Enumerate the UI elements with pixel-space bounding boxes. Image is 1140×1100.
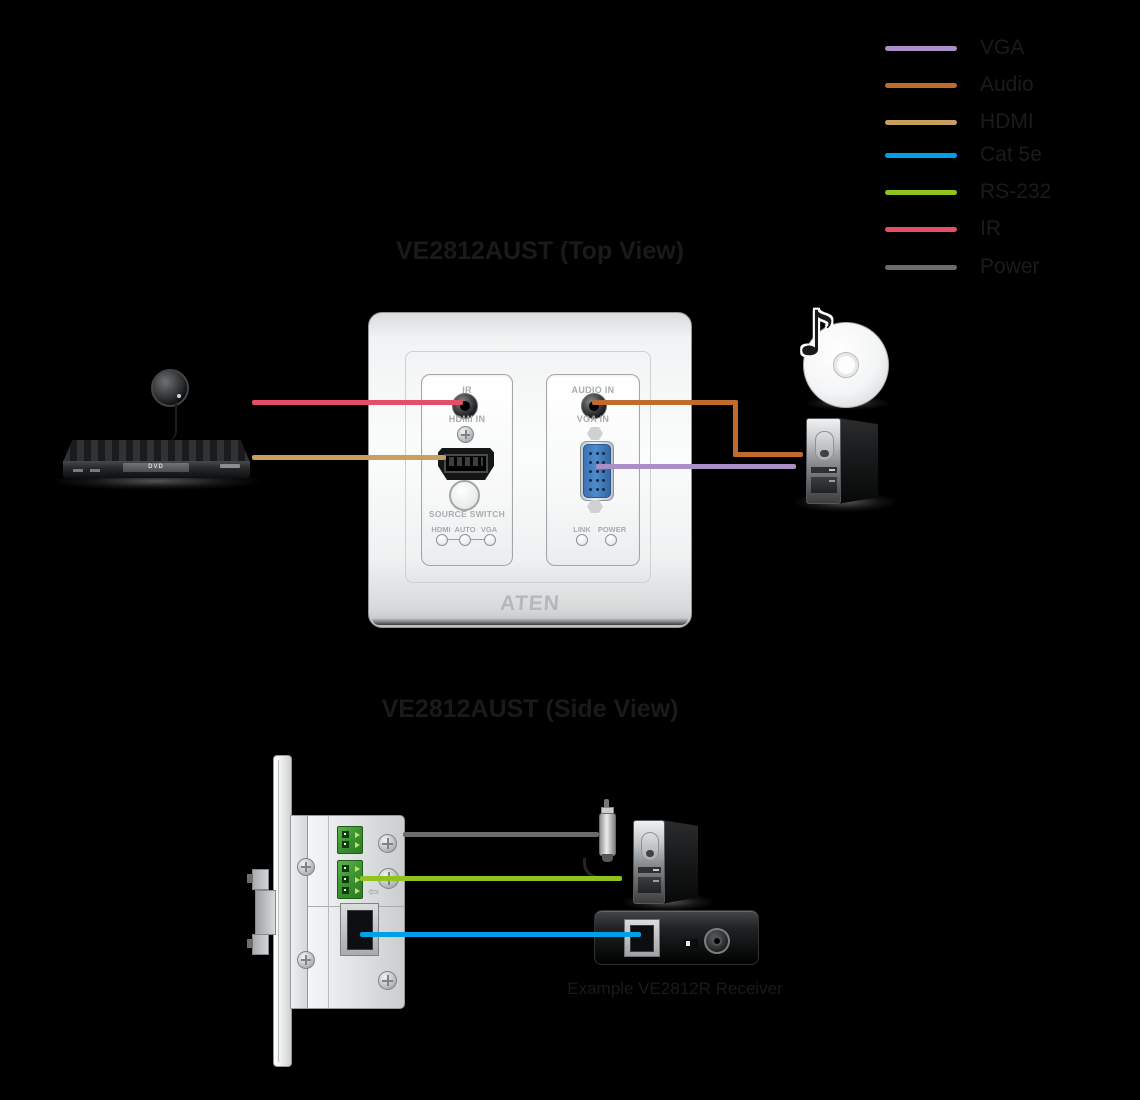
- pc-tower-front: [633, 820, 665, 904]
- screw-icon: [297, 858, 315, 876]
- pc-power-panel: [641, 832, 659, 861]
- pc-drive-bay: [638, 877, 661, 893]
- vga-side-connector: [252, 934, 269, 955]
- pc-tower-side: [660, 819, 698, 905]
- legend-label-power: Power: [980, 255, 1040, 278]
- music-disc-icon: [803, 322, 889, 408]
- pc-drive-bay: [811, 467, 837, 473]
- receiver-rj45-port: [624, 919, 660, 957]
- power-plug-body: [599, 813, 616, 856]
- audio-cable-seg3: [733, 452, 803, 457]
- screw-icon: [297, 951, 315, 969]
- pc-tower-front: [806, 418, 841, 504]
- link-led: [576, 534, 588, 546]
- legend-label-hdmi: HDMI: [980, 110, 1034, 133]
- pc-power-panel: [815, 431, 834, 461]
- audio-cable-seg1: [592, 400, 738, 405]
- pc-tower-icon: [806, 416, 880, 508]
- rj45-port-icon: [340, 903, 379, 956]
- power-label: POWER: [597, 525, 627, 534]
- legend-line-power: [885, 265, 957, 270]
- rs232-terminal-block: [337, 860, 363, 899]
- vga-led: [484, 534, 496, 546]
- power-terminal-block: [337, 826, 363, 854]
- power-led: [605, 534, 617, 546]
- hdmi-port-icon: [438, 448, 494, 480]
- pc-tower-side: [836, 417, 878, 505]
- vga-side-connector: [255, 890, 276, 935]
- vga-side-pin: [247, 939, 253, 948]
- body-seam: [328, 816, 329, 1008]
- legend-line-vga: [885, 46, 957, 51]
- led-label-hdmi: HDMI: [431, 525, 451, 534]
- top-view-title: VE2812AUST (Top View): [395, 237, 685, 265]
- receiver-caption: Example VE2812R Receiver: [567, 979, 783, 998]
- left-port-panel: IR HDMI IN SOURCE SWITCH HDMI AUTO VGA: [421, 374, 513, 566]
- legend-line-cat5e: [885, 153, 957, 158]
- link-label: LINK: [573, 525, 591, 534]
- screw-icon: [378, 971, 397, 990]
- vga-side-pin: [247, 874, 253, 883]
- receiver-dc-jack: [704, 928, 730, 954]
- source-switch-label: SOURCE SWITCH: [428, 509, 506, 519]
- dvd-buttons: [73, 469, 107, 472]
- hdmi-port-pins: [449, 457, 483, 466]
- rs232-cable: [360, 876, 622, 881]
- legend-label-vga: VGA: [980, 36, 1025, 59]
- power-plug-tip: [604, 799, 609, 808]
- receiver-indicator: [684, 939, 698, 948]
- hdmi-cable: [252, 455, 446, 460]
- legend-line-rs232: [885, 190, 957, 195]
- hdmi-led: [436, 534, 448, 546]
- ir-port-icon: [452, 393, 478, 419]
- legend-line-audio: [885, 83, 957, 88]
- vga-side-connector: [252, 869, 269, 890]
- dvd-player-front: DVD: [63, 461, 250, 478]
- legend-label-ir: IR: [980, 217, 1001, 240]
- vga-port-icon: [583, 444, 611, 498]
- screw-icon: [378, 834, 397, 853]
- ground-arrow-icon: ⇦: [368, 884, 379, 899]
- legend-line-hdmi: [885, 120, 957, 125]
- right-port-panel: AUDIO IN VGA IN LINK POWER: [546, 374, 640, 566]
- screw-icon: [457, 426, 474, 443]
- legend-line-ir: [885, 227, 957, 232]
- vga-in-label: VGA IN: [576, 414, 610, 424]
- auto-led: [459, 534, 471, 546]
- led-label-vga: VGA: [480, 525, 498, 534]
- dvd-player-top: [63, 440, 250, 462]
- side-view-title: VE2812AUST (Side View): [381, 695, 679, 723]
- pc-drive-bay: [811, 477, 837, 493]
- ir-cable: [252, 400, 463, 405]
- vga-cable: [596, 464, 796, 469]
- legend-label-rs232: RS-232: [980, 180, 1052, 203]
- pc-tower-icon: [633, 818, 699, 910]
- source-switch-button: [449, 480, 480, 511]
- cat5e-cable: [360, 932, 641, 937]
- ir-receiver-icon: [151, 369, 189, 407]
- led-label-auto: AUTO: [454, 525, 476, 534]
- wall-plate-front: IR HDMI IN SOURCE SWITCH HDMI AUTO VGA A…: [368, 312, 692, 628]
- aten-logo: ATEN: [499, 592, 561, 615]
- plate-bottom-bevel: [372, 618, 688, 625]
- ir-port-label: IR: [462, 385, 472, 395]
- audio-cable-seg2: [733, 400, 738, 457]
- power-cable: [403, 832, 599, 837]
- audio-port-icon: [581, 393, 607, 419]
- dvd-player-icon: DVD: [63, 440, 250, 480]
- dvd-tray: DVD: [123, 463, 189, 472]
- vga-screw-post: [587, 500, 603, 513]
- music-note-icon: ♪: [797, 297, 837, 370]
- audio-in-label: AUDIO IN: [571, 385, 615, 395]
- hdmi-in-label: HDMI IN: [448, 414, 486, 424]
- legend-label-cat5e: Cat 5e: [980, 143, 1042, 166]
- dvd-logo: [220, 464, 240, 468]
- legend-label-audio: Audio: [980, 73, 1034, 96]
- pc-drive-bay: [638, 867, 661, 873]
- hdbaset-receiver-icon: [594, 910, 759, 965]
- ir-receiver-cable: [167, 401, 177, 441]
- vga-screw-post: [587, 427, 603, 440]
